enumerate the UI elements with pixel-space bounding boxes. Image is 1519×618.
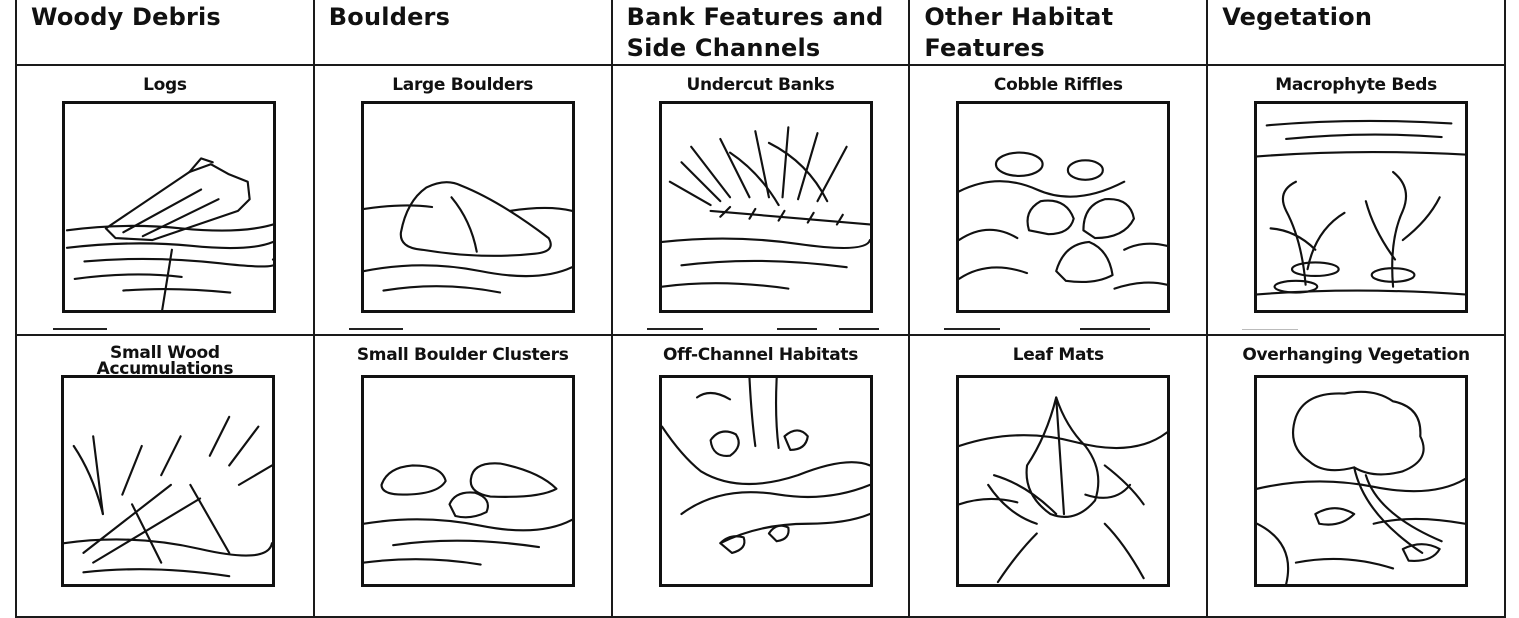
header-cell-boulders: Boulders [312, 0, 613, 66]
response-blank [838, 328, 879, 330]
undercut-bank-icon [658, 101, 873, 313]
caption-cobble-riffles: Cobble Riffles [993, 75, 1123, 95]
cell-large-boulders: Large Boulders [312, 64, 613, 336]
cell-small-wood-accumulations: Small Wood Accumulations [15, 334, 315, 618]
cell-cobble-riffles: Cobble Riffles [908, 64, 1209, 336]
large-boulder-icon [360, 101, 575, 313]
response-blank [776, 328, 817, 330]
overhanging-vegetation-icon [1254, 375, 1469, 587]
header-cell-woody-debris: Woody Debris [15, 0, 315, 66]
caption-large-boulders: Large Boulders [392, 75, 534, 95]
leaf-mat-icon [956, 375, 1171, 587]
feature-row-2: Small Wood Accumulations Small Boulder C… [15, 334, 1506, 618]
caption-small-boulder-clusters: Small Boulder Clusters [356, 345, 569, 365]
header-other-habitat: Other Habitat Features [924, 3, 1114, 62]
log-in-water-icon [62, 101, 276, 313]
cobble-riffle-icon [956, 101, 1171, 313]
header-cell-vegetation: Vegetation [1206, 0, 1506, 66]
response-blank [646, 328, 703, 330]
header-vegetation: Vegetation [1222, 3, 1373, 31]
cell-logs: Logs [15, 64, 315, 336]
response-blank [1242, 329, 1299, 330]
macrophyte-bed-icon [1254, 101, 1469, 313]
caption-off-channel-habitats: Off-Channel Habitats [662, 345, 859, 365]
caption-macrophyte-beds: Macrophyte Beds [1275, 75, 1437, 95]
cell-undercut-banks: Undercut Banks [610, 64, 911, 336]
caption-leaf-mats: Leaf Mats [1012, 345, 1104, 365]
cell-macrophyte-beds: Macrophyte Beds [1206, 64, 1506, 336]
caption-small-wood-accumulations: Small Wood Accumulations [96, 343, 234, 379]
header-woody-debris: Woody Debris [31, 3, 221, 31]
caption-undercut-banks: Undercut Banks [686, 75, 835, 95]
cell-overhanging-vegetation: Overhanging Vegetation [1206, 334, 1506, 618]
feature-row-1: Logs Large Boulders [15, 64, 1506, 336]
cell-off-channel-habitats: Off-Channel Habitats [610, 334, 911, 618]
header-row: Woody Debris Boulders Bank Features and … [15, 0, 1506, 66]
response-blank [1080, 328, 1151, 330]
response-blank [348, 328, 403, 330]
caption-logs: Logs [143, 75, 187, 95]
header-cell-other-habitat: Other Habitat Features [908, 0, 1209, 66]
cell-leaf-mats: Leaf Mats [908, 334, 1209, 618]
response-blank [944, 328, 1001, 330]
habitat-features-table: Woody Debris Boulders Bank Features and … [15, 0, 1506, 618]
header-boulders: Boulders [328, 3, 451, 31]
header-cell-bank-features: Bank Features and Side Channels [610, 0, 911, 66]
response-blank [53, 328, 107, 330]
small-boulder-cluster-icon [360, 375, 575, 587]
cell-small-boulder-clusters: Small Boulder Clusters [312, 334, 613, 618]
small-wood-accumulation-icon [61, 375, 275, 587]
off-channel-habitat-icon [658, 375, 873, 587]
header-bank-features: Bank Features and Side Channels [626, 3, 884, 62]
caption-overhanging-vegetation: Overhanging Vegetation [1242, 345, 1470, 365]
